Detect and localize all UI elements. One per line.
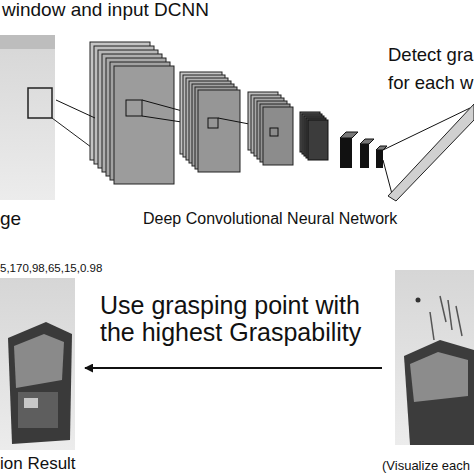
leader-line (383, 160, 392, 194)
grasp-mark (440, 296, 446, 322)
grasp-mark (430, 312, 434, 340)
kernel-window (208, 118, 218, 128)
fc-block (360, 139, 374, 144)
dcnn-block: Deep Convolutional Neural Network (95, 38, 440, 230)
conv-layer (198, 90, 240, 172)
fc-block (360, 144, 369, 168)
object-photo (404, 340, 474, 445)
input-photo (0, 35, 55, 200)
step-title: Detect gra (388, 44, 473, 65)
network-caption: Deep Convolutional Neural Network (143, 210, 397, 228)
visualize-photo (395, 270, 474, 445)
object-photo (24, 398, 38, 408)
photo-strip (0, 35, 55, 49)
fc-block (340, 132, 358, 138)
conv-layer (114, 66, 174, 184)
fc-block (340, 138, 352, 168)
step-title: for each w (388, 72, 473, 93)
result-image: 5,170,98,65,15,0.98ion Result (0, 262, 85, 474)
conv-layer (263, 107, 293, 165)
visualize-image: (Visualize each (382, 270, 474, 474)
kernel-window (126, 100, 142, 116)
edge-label: Use grasping point with the highest Gras… (100, 292, 385, 346)
grasp-mark (448, 300, 452, 330)
step-title: window and input DCNN (2, 0, 209, 21)
grasp-values: 5,170,98,65,15,0.98 (0, 262, 102, 275)
crop-window (28, 88, 52, 118)
grasp-mark (456, 306, 462, 336)
output-layer (388, 104, 474, 201)
result-photo (0, 278, 75, 450)
fc-block (376, 150, 383, 168)
grasp-mark (416, 298, 421, 303)
object-photo (8, 322, 72, 444)
object-photo (410, 352, 468, 402)
kernel-window (270, 128, 278, 136)
leader-line (52, 118, 95, 150)
image-caption: (Visualize each (382, 459, 470, 474)
connector-line (56, 100, 95, 118)
image-caption: ion Result (0, 454, 76, 474)
flow-arrow (85, 367, 382, 369)
input-image: ge (0, 35, 56, 230)
conv-layer (308, 120, 328, 160)
image-caption: ge (0, 208, 21, 230)
object-photo (14, 334, 64, 388)
object-photo (18, 392, 58, 428)
